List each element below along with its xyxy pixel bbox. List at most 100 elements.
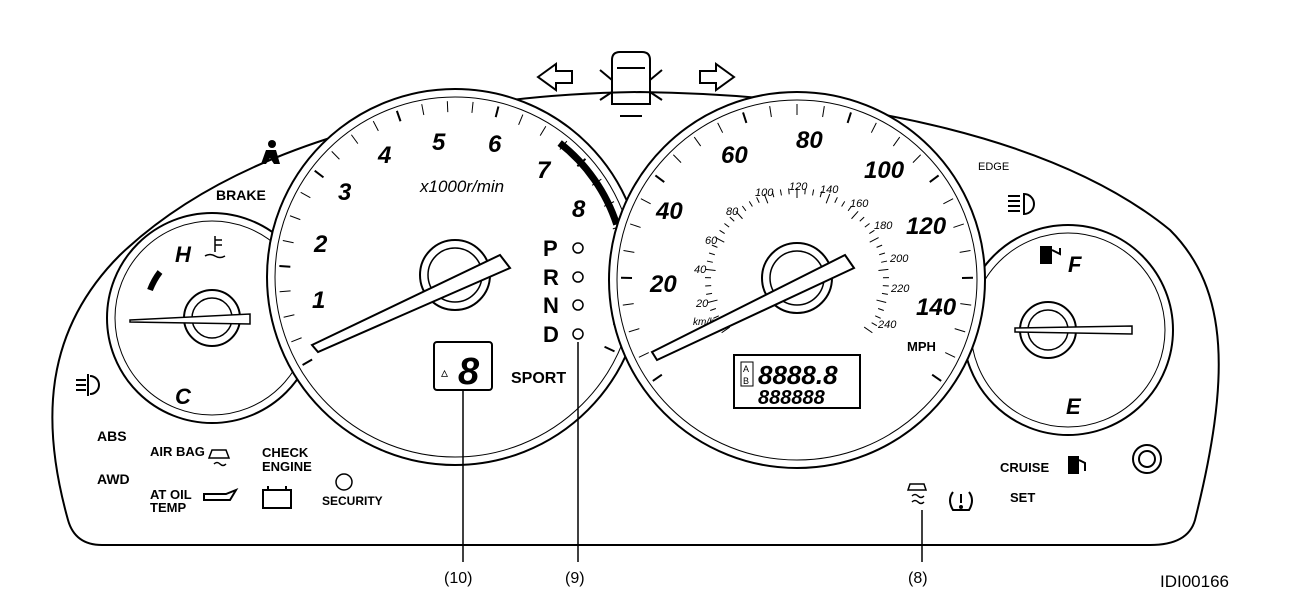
mph-tick xyxy=(672,154,682,163)
kmh-tick xyxy=(711,244,718,248)
tach-tick xyxy=(300,191,311,199)
kmh-number: 180 xyxy=(874,220,893,232)
fuel-pump-icon xyxy=(1040,246,1061,264)
kmh-tick xyxy=(804,188,806,195)
tach-tick xyxy=(350,134,359,144)
tach-tick xyxy=(421,104,425,116)
kmh-tick xyxy=(705,268,716,271)
mph-tick xyxy=(693,136,702,147)
turn-signal-right-icon xyxy=(699,62,736,92)
gear-indicator-lamp xyxy=(572,299,584,311)
mph-tick xyxy=(622,303,634,306)
tach-tick xyxy=(279,290,291,293)
mph-tick xyxy=(654,174,665,183)
tach-tick xyxy=(282,240,294,244)
mph-tick xyxy=(630,223,641,228)
kmh-tick xyxy=(756,197,760,203)
kmh-tick xyxy=(721,326,731,334)
mph-tick xyxy=(959,250,971,253)
mph-tick xyxy=(954,328,966,333)
tach-tick xyxy=(279,265,291,268)
mph-number: 80 xyxy=(796,127,823,154)
gear-letter: R xyxy=(543,265,559,290)
high-beam-icon xyxy=(1008,192,1035,216)
mph-tick xyxy=(931,373,942,382)
kmh-tick xyxy=(825,193,831,204)
kmh-tick xyxy=(710,308,717,311)
mph-number: 40 xyxy=(655,198,683,225)
tach-number: 3 xyxy=(338,179,352,206)
mph-tick xyxy=(929,174,940,183)
mph-number: 60 xyxy=(721,142,748,169)
odometer-line2: 888888 xyxy=(758,387,826,409)
kmh-tick xyxy=(713,315,720,319)
set-label: SET xyxy=(1010,490,1035,505)
kmh-tick xyxy=(864,223,870,228)
at-oil-label-1: AT OIL xyxy=(150,487,192,502)
coolant-temperature-icon xyxy=(204,236,226,259)
mph-tick xyxy=(640,198,651,205)
tachometer-unit: x1000r/min xyxy=(419,177,504,196)
skid-warning-icon xyxy=(207,449,231,467)
tach-tick xyxy=(494,106,500,118)
kmh-tick xyxy=(708,252,715,256)
speedometer-needle xyxy=(650,253,856,362)
tach-tick xyxy=(539,125,547,136)
mph-tick xyxy=(638,352,650,358)
rear-fog-light-icon xyxy=(76,374,100,396)
kmh-tick xyxy=(859,216,865,222)
kmh-tick xyxy=(876,244,883,248)
mph-tick xyxy=(870,122,877,133)
mph-tick xyxy=(717,122,724,133)
tach-tick xyxy=(604,345,615,353)
kmh-tick xyxy=(847,205,853,212)
kmh-tick xyxy=(779,189,782,196)
mph-tick xyxy=(943,198,954,205)
tachometer-needle xyxy=(310,253,512,354)
mph-number: 20 xyxy=(649,271,677,298)
gear-indicator-lamp xyxy=(572,328,584,340)
tach-tick xyxy=(302,358,313,366)
kmh-number: 60 xyxy=(705,235,718,247)
kmh-number: 200 xyxy=(889,253,909,265)
temp-cold-label: C xyxy=(175,384,192,409)
mph-tick xyxy=(623,250,635,253)
tire-pressure-icon xyxy=(949,491,973,511)
sport-label: SPORT xyxy=(511,370,566,387)
kmh-tick xyxy=(881,292,888,295)
figure-id: IDI00166 xyxy=(1160,572,1229,591)
kmh-tick xyxy=(706,260,713,263)
odometer-display xyxy=(733,354,861,409)
temperature-needle xyxy=(129,313,251,325)
kmh-tick xyxy=(876,299,887,304)
mph-tick xyxy=(822,106,825,118)
low-fuel-icon xyxy=(1068,456,1086,474)
seatbelt-warning-icon xyxy=(261,140,280,164)
kmh-tick xyxy=(748,201,753,207)
odometer-b: B xyxy=(743,376,749,386)
abs-label: ABS xyxy=(97,428,127,444)
fuel-needle xyxy=(1014,325,1133,335)
awd-label: AWD xyxy=(97,471,130,487)
oil-pressure-icon xyxy=(203,487,239,501)
tach-number: 2 xyxy=(313,231,328,258)
kmh-tick xyxy=(729,216,735,222)
mph-tick xyxy=(892,136,901,147)
kmh-tick xyxy=(869,237,879,243)
at-oil-label-2: TEMP xyxy=(150,500,186,515)
kmh-tick xyxy=(869,229,875,234)
mph-number: 140 xyxy=(916,294,957,321)
cruise-label: CRUISE xyxy=(1000,460,1049,475)
gear-letter: D xyxy=(543,322,559,347)
mph-unit: MPH xyxy=(907,339,936,354)
kmh-number: 160 xyxy=(850,198,869,210)
edge-label: EDGE xyxy=(978,161,1009,173)
gear-letter: N xyxy=(543,293,559,318)
tach-tick xyxy=(291,337,302,343)
kmh-tick xyxy=(881,260,888,263)
kmh-tick xyxy=(879,252,886,256)
mph-tick xyxy=(769,106,772,118)
fuel-empty-label: E xyxy=(1066,394,1082,419)
